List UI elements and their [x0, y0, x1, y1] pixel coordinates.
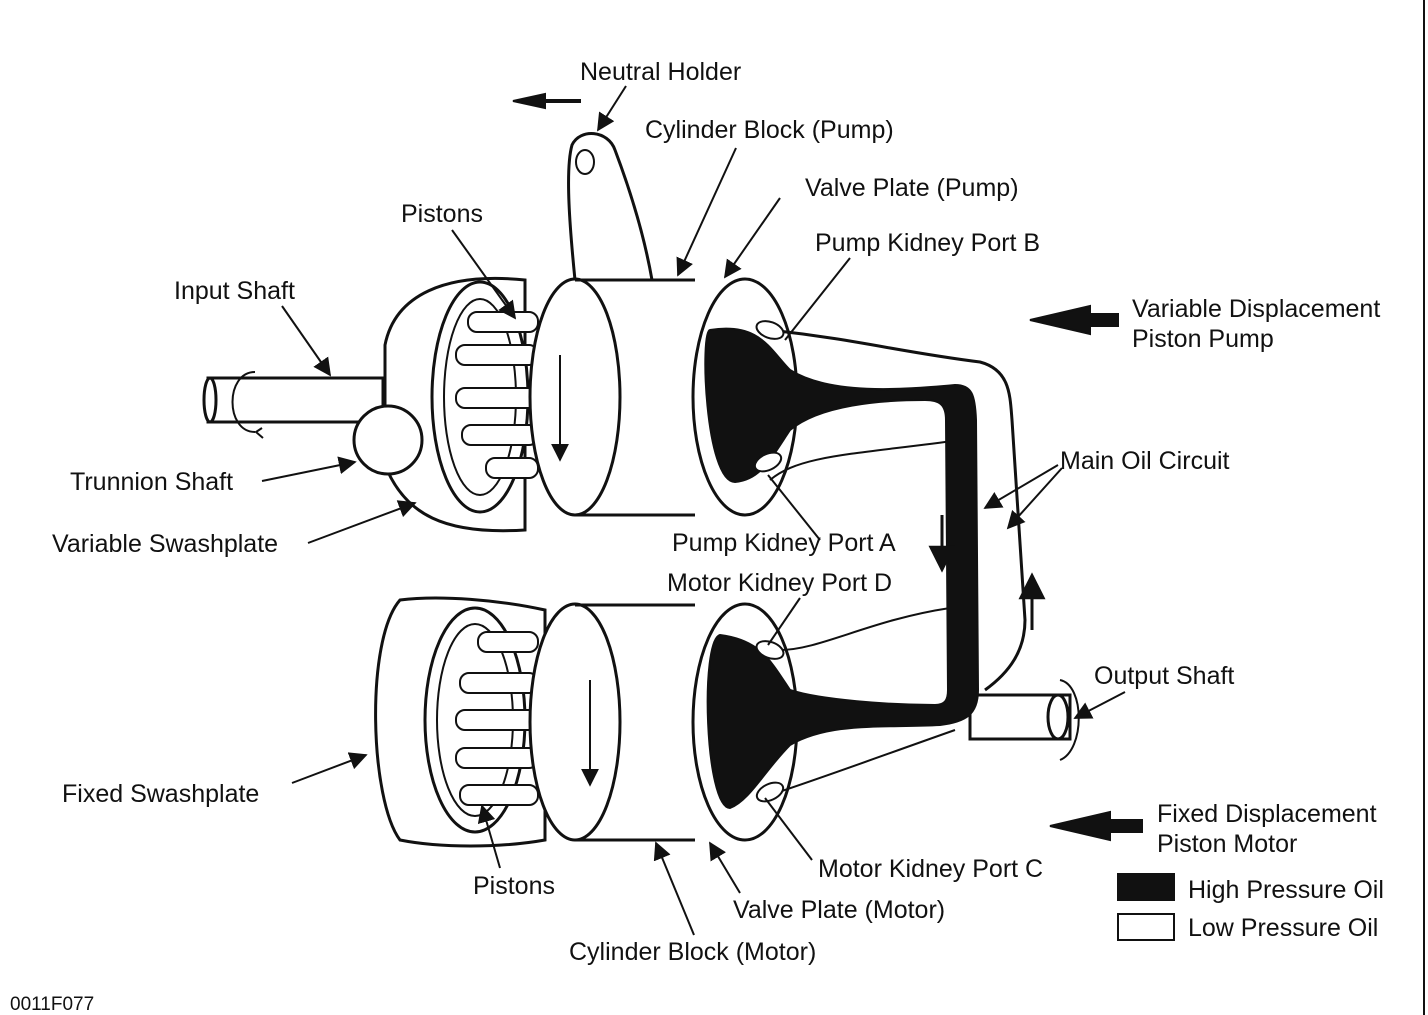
label-fixed-displacement-line1: Fixed Displacement	[1157, 800, 1377, 828]
input-shaft	[202, 371, 385, 439]
legend-high-pressure: High Pressure Oil	[1188, 876, 1384, 904]
motor-pointer-arrow	[1049, 810, 1143, 842]
label-variable-displacement-line1: Variable Displacement	[1132, 295, 1380, 323]
label-main-oil-circuit: Main Oil Circuit	[1060, 447, 1230, 475]
figure-code: 0011F077	[10, 994, 94, 1015]
neutral-holder	[567, 132, 654, 282]
label-pistons-top: Pistons	[401, 200, 483, 228]
label-cylinder-block-motor: Cylinder Block (Motor)	[569, 938, 816, 966]
label-cylinder-block-pump: Cylinder Block (Pump)	[645, 116, 894, 144]
motor-pistons	[455, 631, 539, 806]
neutral-direction-arrow	[512, 92, 581, 110]
label-valve-plate-pump: Valve Plate (Pump)	[805, 174, 1019, 202]
main-oil-circuit	[704, 320, 1046, 810]
label-fixed-swashplate: Fixed Swashplate	[62, 780, 259, 808]
legend-swatch-high-pressure	[1117, 873, 1175, 901]
motor-kidney-port-d	[755, 640, 785, 660]
label-pistons-bottom: Pistons	[473, 872, 555, 900]
output-shaft	[968, 679, 1080, 761]
label-variable-displacement-line2: Piston Pump	[1132, 325, 1274, 353]
motor-assembly	[374, 596, 1080, 848]
label-input-shaft: Input Shaft	[174, 277, 295, 305]
cylinder-block-pump	[528, 277, 695, 517]
legend: High Pressure Oil Low Pressure Oil	[1117, 873, 1384, 942]
label-motor-kidney-port-c: Motor Kidney Port C	[818, 855, 1043, 883]
label-pump-kidney-port-b: Pump Kidney Port B	[815, 229, 1040, 257]
leader-lines	[261, 85, 1126, 936]
pump-pointer-arrow	[1029, 304, 1119, 336]
label-valve-plate-motor: Valve Plate (Motor)	[733, 896, 945, 924]
label-motor-kidney-port-d: Motor Kidney Port D	[667, 569, 892, 597]
legend-swatch-low-pressure	[1117, 913, 1175, 941]
motor-kidney-port-c	[755, 781, 785, 803]
label-variable-swashplate: Variable Swashplate	[52, 530, 278, 558]
pump-kidney-port-a	[753, 451, 783, 473]
label-neutral-holder: Neutral Holder	[580, 58, 741, 86]
label-fixed-displacement-line2: Piston Motor	[1157, 830, 1297, 858]
label-pump-kidney-port-a: Pump Kidney Port A	[672, 529, 896, 557]
pump-kidney-port-b	[755, 320, 785, 340]
label-trunnion-shaft: Trunnion Shaft	[70, 468, 233, 496]
cylinder-block-motor	[528, 602, 695, 842]
trunnion-shaft	[352, 404, 424, 476]
legend-low-pressure: Low Pressure Oil	[1188, 914, 1378, 942]
label-output-shaft: Output Shaft	[1094, 662, 1234, 690]
